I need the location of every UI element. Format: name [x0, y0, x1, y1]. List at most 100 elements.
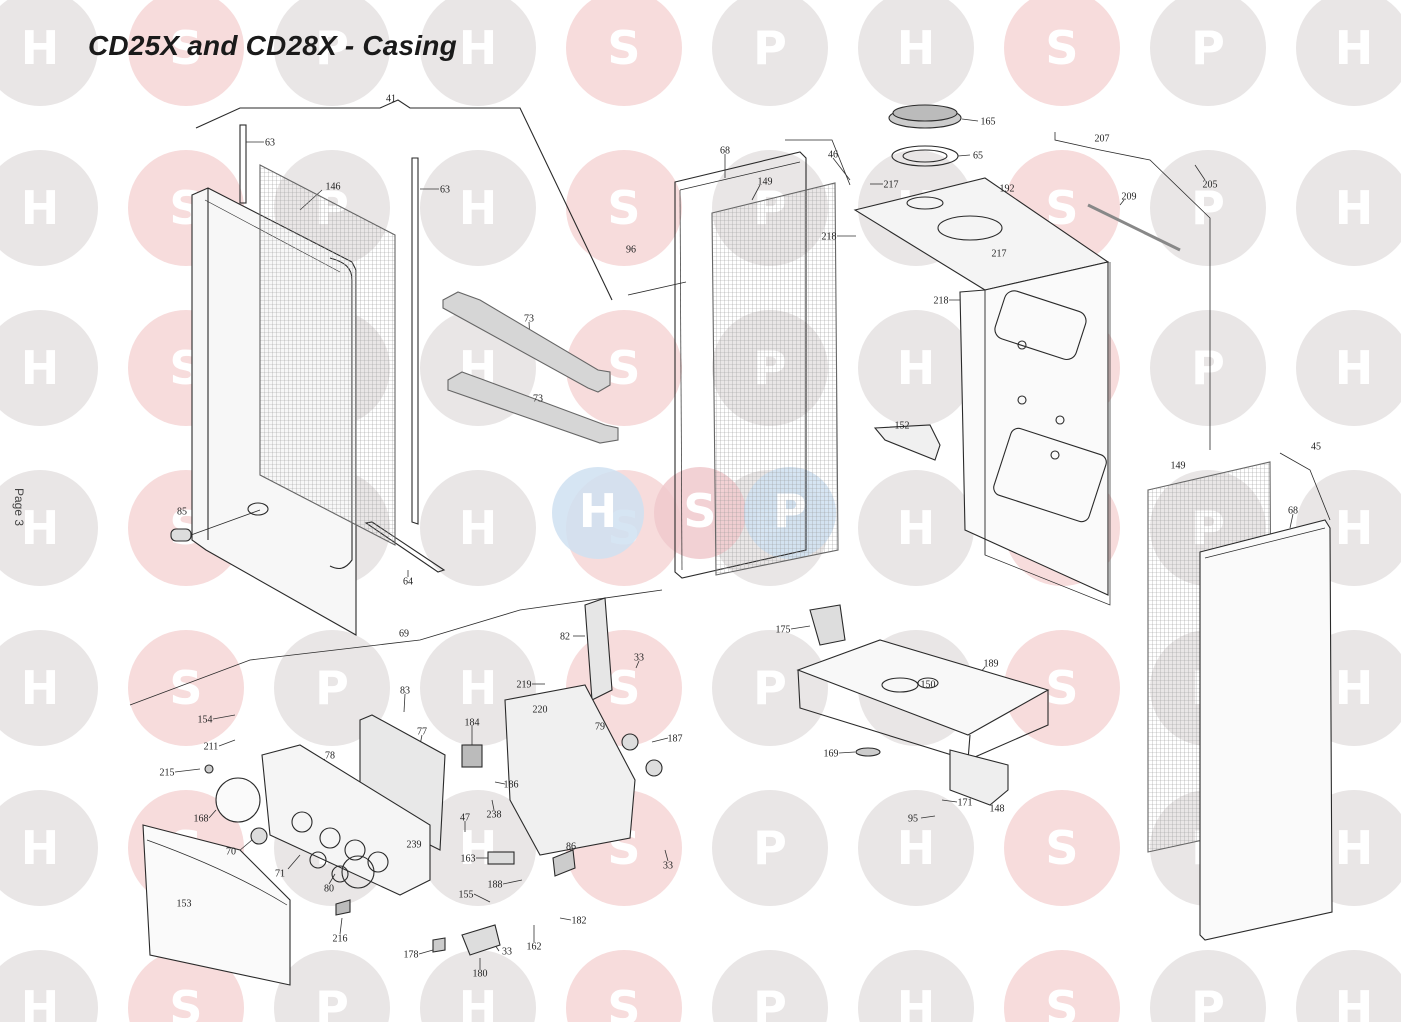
watermark-letter: H — [1335, 821, 1374, 875]
callout-label: 69 — [399, 629, 409, 640]
watermark-circle — [712, 950, 828, 1022]
watermark-letter: H — [459, 21, 498, 75]
watermark-letter: S — [607, 981, 640, 1022]
group-41-bracket — [195, 99, 613, 301]
watermark-circle — [712, 0, 828, 106]
watermark-circle — [858, 470, 974, 586]
callout-label: 219 — [517, 680, 532, 691]
watermark-letter: H — [1335, 181, 1374, 235]
callout-label: 71 — [275, 869, 285, 880]
watermark-letter: P — [315, 981, 349, 1022]
callout-label: 33 — [502, 947, 512, 958]
watermark-letter: S — [607, 661, 640, 715]
watermark-letter: S — [607, 181, 640, 235]
callout-leader-line — [1194, 164, 1206, 181]
fascia-78 — [261, 744, 431, 896]
watermark-letter: H — [459, 981, 498, 1022]
plate-148 — [949, 749, 1009, 806]
group-69-bracket — [129, 589, 663, 706]
watermark-letter: S — [169, 981, 202, 1022]
seal-strip-63-left — [239, 124, 247, 204]
watermark-letter: S — [607, 341, 640, 395]
callout-label: 70 — [226, 847, 236, 858]
watermark-letter: P — [753, 821, 787, 875]
callout-leader-line — [218, 739, 236, 747]
watermark-circle — [1004, 0, 1120, 106]
callout-label: 163 — [461, 854, 476, 865]
callout-label: 238 — [487, 810, 502, 821]
watermark-center-letter: S — [683, 484, 716, 538]
callout-label: 216 — [333, 934, 348, 945]
watermark-circle — [566, 310, 682, 426]
watermark-circle — [128, 0, 244, 106]
group-207-bracket — [1054, 132, 1211, 450]
watermark-circle — [128, 630, 244, 746]
callout-label: 209 — [1122, 192, 1137, 203]
switch-216 — [335, 899, 351, 916]
callout-label: 178 — [404, 950, 419, 961]
callout-leader-line — [1289, 513, 1294, 529]
callout-leader-line — [559, 917, 572, 921]
watermark-circle — [858, 0, 974, 106]
watermark-letter: H — [21, 501, 60, 555]
callout-label: 207 — [1095, 134, 1110, 145]
watermark-letter: H — [459, 501, 498, 555]
watermark-circle — [420, 0, 536, 106]
callout-leader-line — [961, 118, 979, 122]
page-label: Page 3 — [12, 488, 26, 527]
watermark-circle — [1150, 0, 1266, 106]
watermark-letter: S — [1045, 821, 1078, 875]
grommet-169 — [855, 747, 881, 757]
callout-label: 68 — [720, 146, 730, 157]
callout-label: 78 — [325, 751, 335, 762]
callout-label: 68 — [1288, 506, 1298, 517]
latch-180 — [461, 924, 501, 956]
callout-label: 33 — [634, 653, 644, 664]
callout-leader-line — [957, 154, 971, 157]
callout-leader-line — [212, 714, 236, 720]
watermark-letter: H — [897, 341, 936, 395]
callout-label: 205 — [1203, 180, 1218, 191]
callout-label: 82 — [560, 632, 570, 643]
gasket-65 — [891, 145, 959, 167]
callout-label: 188 — [488, 880, 503, 891]
callout-label: 211 — [204, 742, 219, 753]
callout-leader-line — [920, 815, 936, 819]
callout-leader-line — [790, 625, 811, 630]
callout-leader-line — [651, 737, 669, 743]
watermark-letter: P — [1191, 341, 1225, 395]
seal-strip-63-right — [411, 157, 419, 525]
watermark-letter: S — [1045, 661, 1078, 715]
relay-184 — [461, 744, 483, 768]
watermark-center-circle — [552, 467, 644, 559]
watermark-letter: H — [1335, 981, 1374, 1022]
callout-leader-line — [832, 157, 851, 181]
callout-label: 79 — [595, 722, 605, 733]
callout-leader-line — [174, 768, 201, 773]
watermark-circle — [1296, 950, 1401, 1022]
callout-label: 47 — [460, 813, 470, 824]
watermark-letter: P — [753, 981, 787, 1022]
watermark-letter: H — [1335, 341, 1374, 395]
callout-label: 96 — [626, 245, 636, 256]
callout-label: 220 — [533, 705, 548, 716]
callout-label: 63 — [440, 185, 450, 196]
watermark-circle — [0, 950, 98, 1022]
watermark-letter: S — [607, 21, 640, 75]
watermark-letter: H — [21, 181, 60, 235]
insulation-panel-146 — [259, 164, 396, 546]
watermark-circle — [1004, 790, 1120, 906]
callout-label: 184 — [465, 718, 480, 729]
callout-label: 148 — [990, 804, 1005, 815]
watermark-center-letter: H — [579, 484, 618, 538]
callout-label: 239 — [407, 840, 422, 851]
watermark-letter: P — [753, 21, 787, 75]
plug-187 — [621, 733, 639, 751]
watermark-circle — [1004, 950, 1120, 1022]
watermark-circle — [858, 950, 974, 1022]
watermark-circle — [1150, 150, 1266, 266]
callout-leader-line — [418, 949, 434, 955]
watermark-letter: P — [1191, 981, 1225, 1022]
watermark-circle — [420, 790, 536, 906]
